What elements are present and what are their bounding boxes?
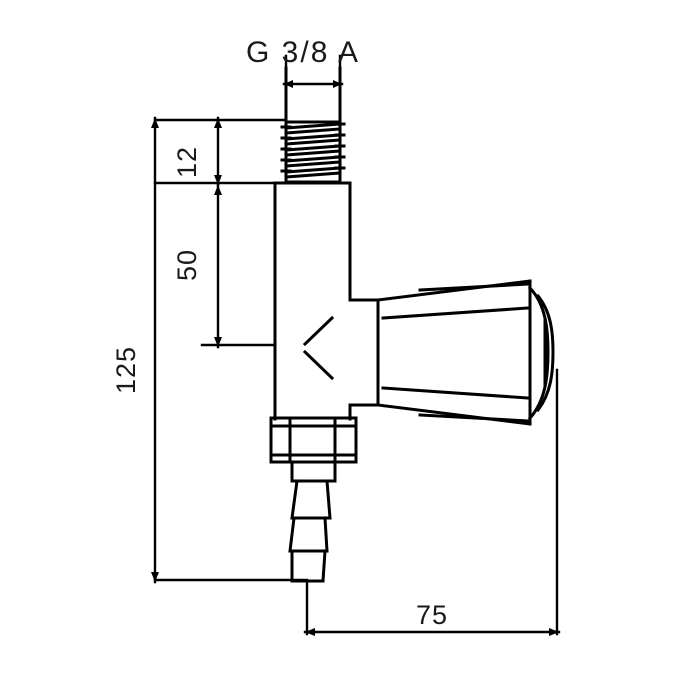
valve-seat-detail xyxy=(302,315,335,381)
dimension-labels: G 3/8 A 12 50 125 75 xyxy=(111,36,448,630)
dim-12-label: 12 xyxy=(172,146,202,178)
thread-profile-icon xyxy=(280,120,346,184)
handle-neck xyxy=(348,298,380,407)
thread-spec-label: G 3/8 A xyxy=(246,36,360,69)
hose-barb-outlet xyxy=(288,460,337,583)
inlet-stem xyxy=(284,66,342,124)
dim-125-label: 125 xyxy=(111,346,141,394)
handwheel-handle xyxy=(376,279,532,426)
dimension-lines xyxy=(151,54,561,636)
dim-12-line xyxy=(153,116,288,187)
dim-50-line xyxy=(200,183,277,349)
coupling-nut xyxy=(269,416,358,464)
dim-75-line xyxy=(303,368,561,636)
valve-part-geometry xyxy=(269,66,555,583)
dim-75-label: 75 xyxy=(416,600,448,630)
handle-end-cap xyxy=(527,285,555,421)
valve-body xyxy=(273,181,352,421)
dim-50-label: 50 xyxy=(172,249,202,281)
dim-thread-spec-line xyxy=(282,54,344,122)
dim-125-line xyxy=(151,116,309,584)
